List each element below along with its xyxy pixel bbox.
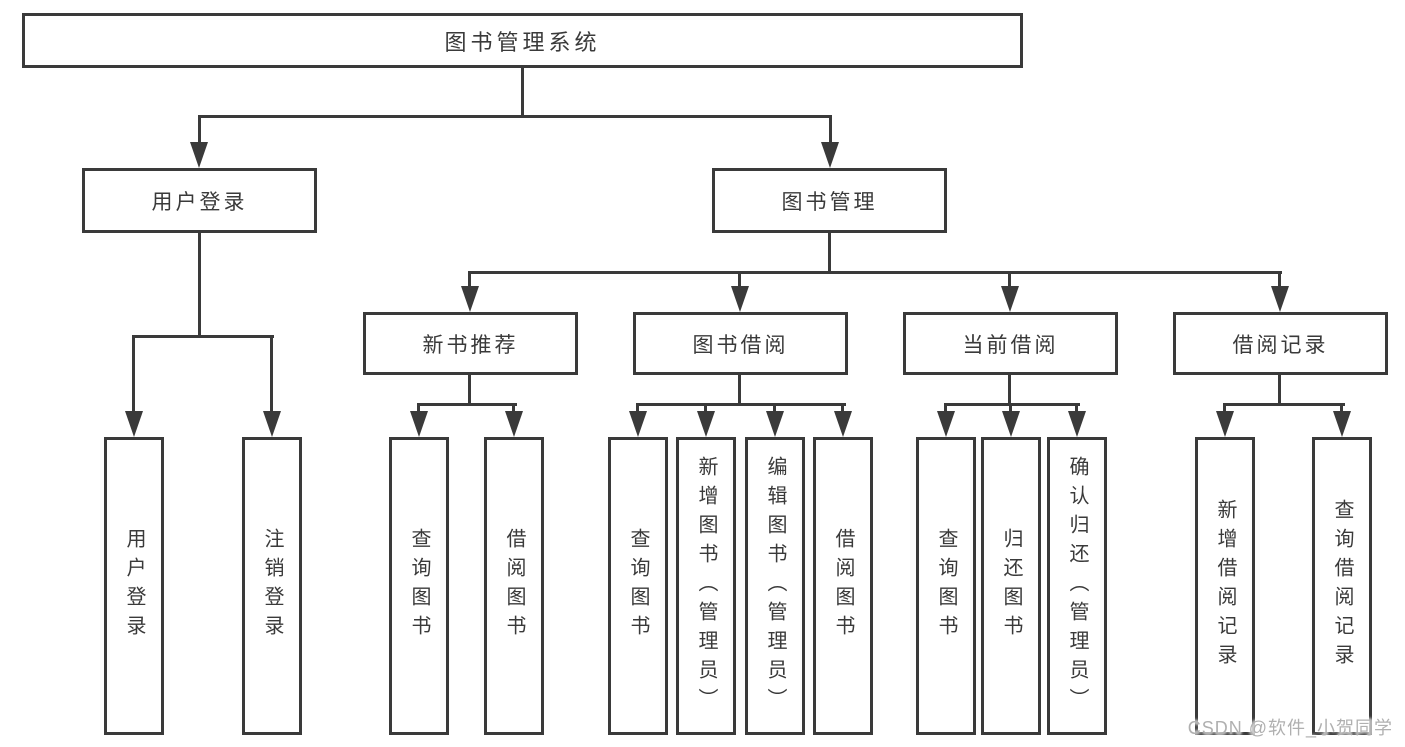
connector-line <box>1008 375 1011 406</box>
arrowhead-down-icon <box>629 411 647 437</box>
node-new-book-recommend: 新书推荐 <box>363 312 578 375</box>
arrowhead-down-icon <box>731 286 749 312</box>
leaf-return-book: 归还图书 <box>981 437 1041 735</box>
node-label: 用户登录 <box>151 190 248 214</box>
node-label: 借阅图书 <box>832 528 854 644</box>
leaf-query-book-recommend: 查询图书 <box>389 437 449 735</box>
arrowhead-down-icon <box>697 411 715 437</box>
node-label: 新增借阅记录 <box>1214 499 1236 673</box>
node-borrow-record: 借阅记录 <box>1173 312 1388 375</box>
connector-line <box>738 273 741 287</box>
arrowhead-down-icon <box>1001 286 1019 312</box>
arrowhead-down-icon <box>1002 411 1020 437</box>
connector-line <box>512 405 515 413</box>
node-label: 借阅记录 <box>1232 333 1329 357</box>
node-label: 用户登录 <box>123 528 145 644</box>
connector-line <box>1278 375 1281 406</box>
leaf-add-borrow-record: 新增借阅记录 <box>1195 437 1255 735</box>
leaf-add-book-admin: 新增图书（管理员） <box>676 437 736 735</box>
connector-line <box>704 405 707 413</box>
node-book-borrow: 图书借阅 <box>633 312 848 375</box>
node-user-login: 用户登录 <box>82 168 317 233</box>
arrowhead-down-icon <box>821 142 839 168</box>
node-label: 借阅图书 <box>503 528 525 644</box>
connector-line <box>417 403 517 406</box>
arrowhead-down-icon <box>410 411 428 437</box>
arrowhead-down-icon <box>1333 411 1351 437</box>
connector-line <box>1223 403 1345 406</box>
node-label: 当前借阅 <box>962 333 1059 357</box>
arrowhead-down-icon <box>263 411 281 437</box>
leaf-user-login: 用户登录 <box>104 437 164 735</box>
connector-line <box>468 271 1282 274</box>
connector-line <box>944 405 947 413</box>
connector-line <box>1009 405 1012 413</box>
connector-line <box>773 405 776 413</box>
leaf-logout: 注销登录 <box>242 437 302 735</box>
connector-line <box>417 405 420 413</box>
node-label: 编辑图书（管理员） <box>764 455 786 717</box>
arrowhead-down-icon <box>1216 411 1234 437</box>
node-label: 注销登录 <box>261 528 283 644</box>
connector-line <box>944 403 1080 406</box>
arrowhead-down-icon <box>1068 411 1086 437</box>
connector-line <box>828 233 831 273</box>
arrowhead-down-icon <box>505 411 523 437</box>
node-label: 查询图书 <box>627 528 649 644</box>
connector-line <box>1075 405 1078 413</box>
node-label: 归还图书 <box>1000 528 1022 644</box>
node-label: 图书管理 <box>781 190 878 214</box>
connector-line <box>132 337 135 411</box>
connector-line <box>1008 273 1011 287</box>
leaf-edit-book-admin: 编辑图书（管理员） <box>745 437 805 735</box>
node-label: 新书推荐 <box>422 333 519 357</box>
connector-line <box>270 337 273 411</box>
connector-line <box>198 233 201 337</box>
connector-line <box>521 68 524 118</box>
arrowhead-down-icon <box>937 411 955 437</box>
node-library-system: 图书管理系统 <box>22 13 1023 68</box>
arrowhead-down-icon <box>190 142 208 168</box>
leaf-query-book-current: 查询图书 <box>916 437 976 735</box>
node-label: 查询图书 <box>935 528 957 644</box>
connector-line <box>636 405 639 413</box>
node-label: 图书管理系统 <box>444 29 601 55</box>
connector-line <box>841 405 844 413</box>
leaf-borrow-book: 借阅图书 <box>813 437 873 735</box>
connector-line <box>468 375 471 406</box>
node-label: 新增图书（管理员） <box>695 455 717 717</box>
connector-line <box>132 335 274 338</box>
leaf-query-book-borrow: 查询图书 <box>608 437 668 735</box>
connector-line <box>1340 405 1343 413</box>
node-label: 查询借阅记录 <box>1331 499 1353 673</box>
node-label: 图书借阅 <box>692 333 789 357</box>
connector-line <box>829 117 832 143</box>
arrowhead-down-icon <box>834 411 852 437</box>
leaf-borrow-book-recommend: 借阅图书 <box>484 437 544 735</box>
connector-line <box>468 273 471 287</box>
node-current-borrow: 当前借阅 <box>903 312 1118 375</box>
leaf-query-borrow-record: 查询借阅记录 <box>1312 437 1372 735</box>
connector-line <box>198 115 832 118</box>
connector-line <box>198 117 201 143</box>
connector-line <box>738 375 741 406</box>
arrowhead-down-icon <box>125 411 143 437</box>
arrowhead-down-icon <box>461 286 479 312</box>
arrowhead-down-icon <box>766 411 784 437</box>
arrowhead-down-icon <box>1271 286 1289 312</box>
connector-line <box>1278 273 1281 287</box>
node-label: 确认归还（管理员） <box>1066 455 1088 717</box>
node-book-management: 图书管理 <box>712 168 947 233</box>
node-label: 查询图书 <box>408 528 430 644</box>
csdn-watermark: CSDN @软件_小贺同学 <box>1187 718 1393 738</box>
connector-line <box>1223 405 1226 413</box>
connector-line <box>636 403 846 406</box>
leaf-confirm-return-admin: 确认归还（管理员） <box>1047 437 1107 735</box>
